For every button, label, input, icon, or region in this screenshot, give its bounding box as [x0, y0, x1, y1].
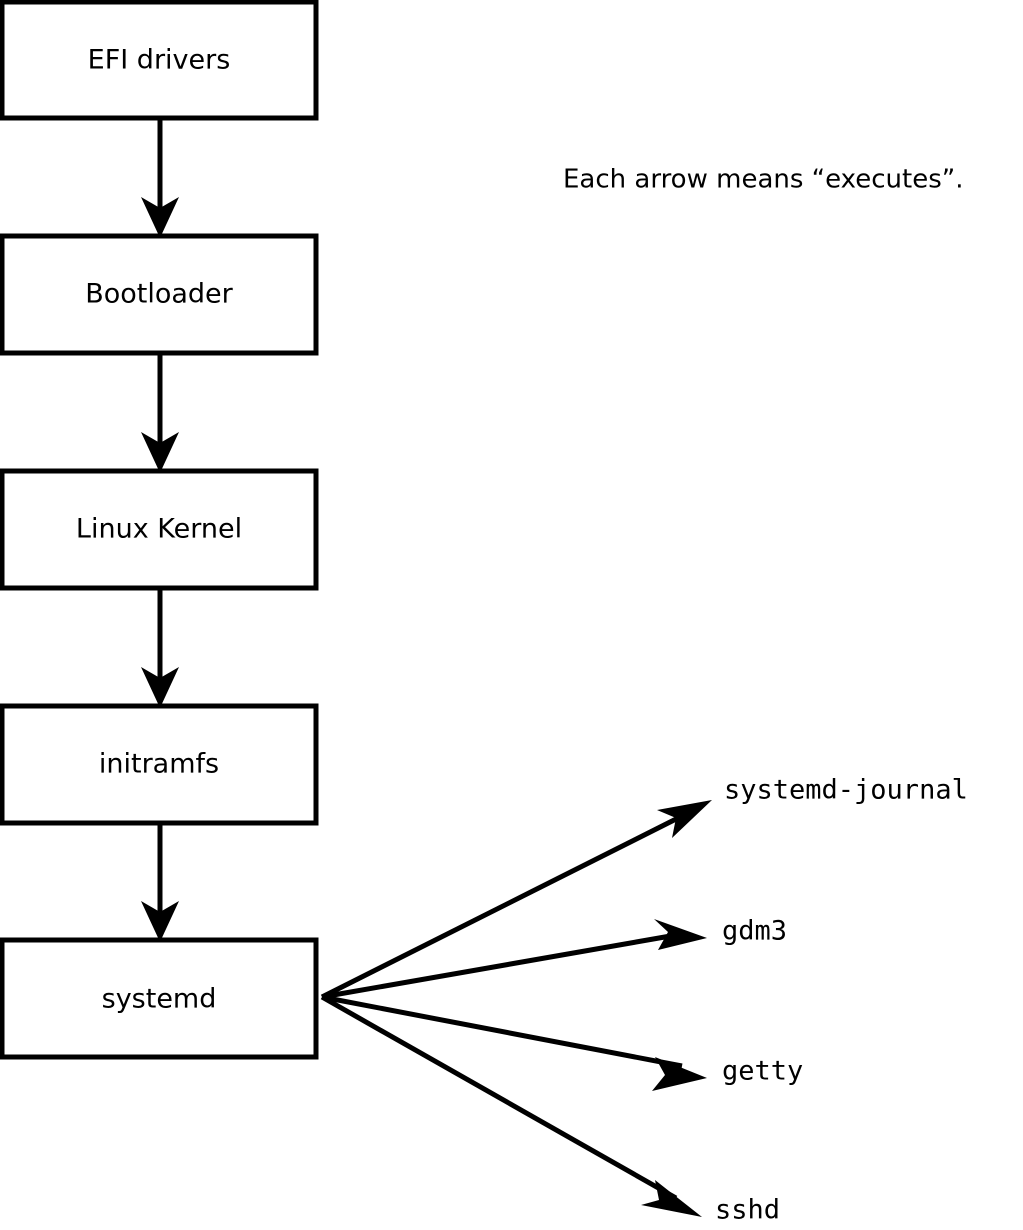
box-initramfs[interactable]: initramfs [0, 703, 319, 826]
arrow-head-icon [141, 667, 179, 708]
box-systemd[interactable]: systemd [0, 937, 319, 1060]
fan-arrow-group [320, 800, 712, 1217]
leaf-label-sshd: sshd [715, 1195, 780, 1226]
arrow-head-icon [657, 800, 712, 838]
arrow-head-icon [141, 197, 179, 238]
box-label-initramfs: initramfs [99, 749, 219, 780]
leaf-label-getty: getty [722, 1056, 803, 1087]
fan-arrow-shaft [321, 994, 683, 1069]
box-label-efi-drivers: EFI drivers [88, 45, 231, 76]
chain-arrow-kernel-to-initramfs [141, 588, 179, 708]
box-linux-kernel[interactable]: Linux Kernel [0, 468, 319, 591]
arrow-head-icon [141, 901, 179, 942]
fan-arrow-systemd-journal [320, 800, 712, 1000]
leaf-label-systemd-journal: systemd-journal [724, 775, 968, 806]
arrow-head-icon [652, 1057, 707, 1091]
chain-arrow-bootloader-to-kernel [141, 353, 179, 473]
fan-arrow-shaft [320, 810, 690, 1000]
leaf-label-gdm3: gdm3 [722, 916, 787, 947]
box-label-bootloader: Bootloader [85, 279, 233, 310]
arrow-head-icon [654, 919, 707, 950]
box-outline [0, 937, 319, 1060]
box-outline [0, 0, 319, 121]
arrow-head-icon [141, 432, 179, 473]
box-outline [0, 468, 319, 591]
arrow-head-icon [641, 1180, 702, 1217]
box-outline [0, 233, 319, 356]
box-bootloader[interactable]: Bootloader [0, 233, 319, 356]
chain-arrow-initramfs-to-systemd [141, 823, 179, 942]
box-outline [0, 703, 319, 826]
fan-arrow-shaft [320, 994, 678, 1201]
fan-arrow-sshd [320, 994, 702, 1217]
fan-arrow-getty [321, 994, 707, 1091]
chain-arrow-group [141, 118, 179, 942]
box-group: EFI drivers Bootloader Linux Kernel init… [0, 0, 319, 1060]
fan-arrow-gdm3 [321, 919, 707, 1000]
box-label-systemd: systemd [102, 984, 217, 1015]
leaf-label-group: systemd-journal gdm3 getty sshd [715, 775, 968, 1226]
fan-arrow-shaft [321, 931, 683, 1000]
chain-arrow-efi-to-bootloader [141, 118, 179, 238]
diagram-annotation: Each arrow means “executes”. [563, 165, 964, 195]
box-efi-drivers[interactable]: EFI drivers [0, 0, 319, 121]
box-label-linux-kernel: Linux Kernel [76, 514, 242, 545]
